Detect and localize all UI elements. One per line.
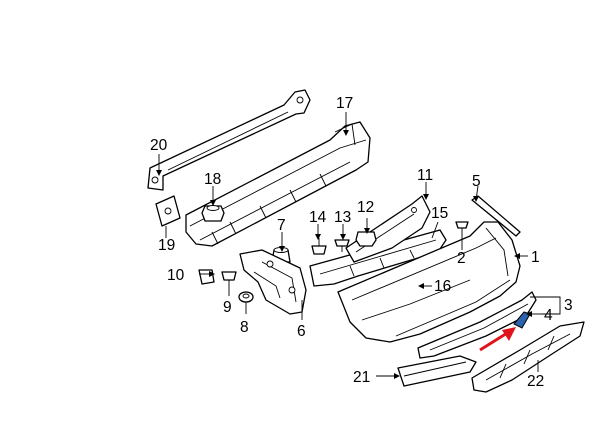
part-17-reinforcement-bar (185, 121, 371, 247)
callout-4: 4 (544, 307, 553, 324)
part-18-nut (201, 205, 225, 222)
callout-21: 21 (353, 369, 370, 386)
callout-9: 9 (223, 299, 232, 316)
part-8-grommet (238, 291, 254, 303)
callout-20: 20 (150, 137, 168, 154)
callout-19: 19 (158, 237, 175, 254)
callout-11: 11 (417, 167, 433, 184)
part-14-fastener (311, 238, 327, 255)
callout-14: 14 (309, 209, 327, 226)
part-9-screw (221, 271, 237, 288)
callout-13: 13 (334, 209, 351, 226)
callout-5: 5 (472, 173, 481, 190)
callout-10: 10 (167, 267, 185, 284)
callout-12: 12 (357, 199, 374, 216)
callout-labels: 20 19 17 18 7 6 14 13 12 11 15 2 16 5 1 … (150, 95, 573, 390)
callout-15: 15 (431, 205, 448, 222)
callout-22: 22 (527, 373, 544, 390)
callout-3: 3 (564, 297, 573, 314)
part-10-clip (198, 269, 215, 285)
part-12-nut (355, 231, 377, 247)
part-3-lower-trim (417, 291, 537, 359)
callout-6: 6 (297, 323, 306, 340)
part-6-side-bracket (239, 249, 307, 315)
part-2-push-pin (455, 221, 469, 240)
callout-1: 1 (531, 249, 540, 266)
part-22-diffuser (471, 321, 585, 393)
part-15-absorber (309, 229, 447, 287)
callout-2: 2 (457, 250, 466, 267)
callout-7: 7 (277, 217, 286, 234)
part-21-molding (397, 355, 477, 387)
part-20-upper-bracket (147, 89, 311, 191)
callout-16: 16 (434, 278, 451, 295)
callout-18: 18 (204, 171, 221, 188)
part-19-plate (155, 195, 181, 227)
callout-17: 17 (336, 95, 353, 112)
callout-8: 8 (240, 319, 249, 336)
leader-arrowheads (156, 130, 532, 379)
highlight-arrow (479, 327, 516, 352)
part-1-bumper-cover (337, 221, 521, 343)
part-13-fastener (334, 239, 350, 252)
